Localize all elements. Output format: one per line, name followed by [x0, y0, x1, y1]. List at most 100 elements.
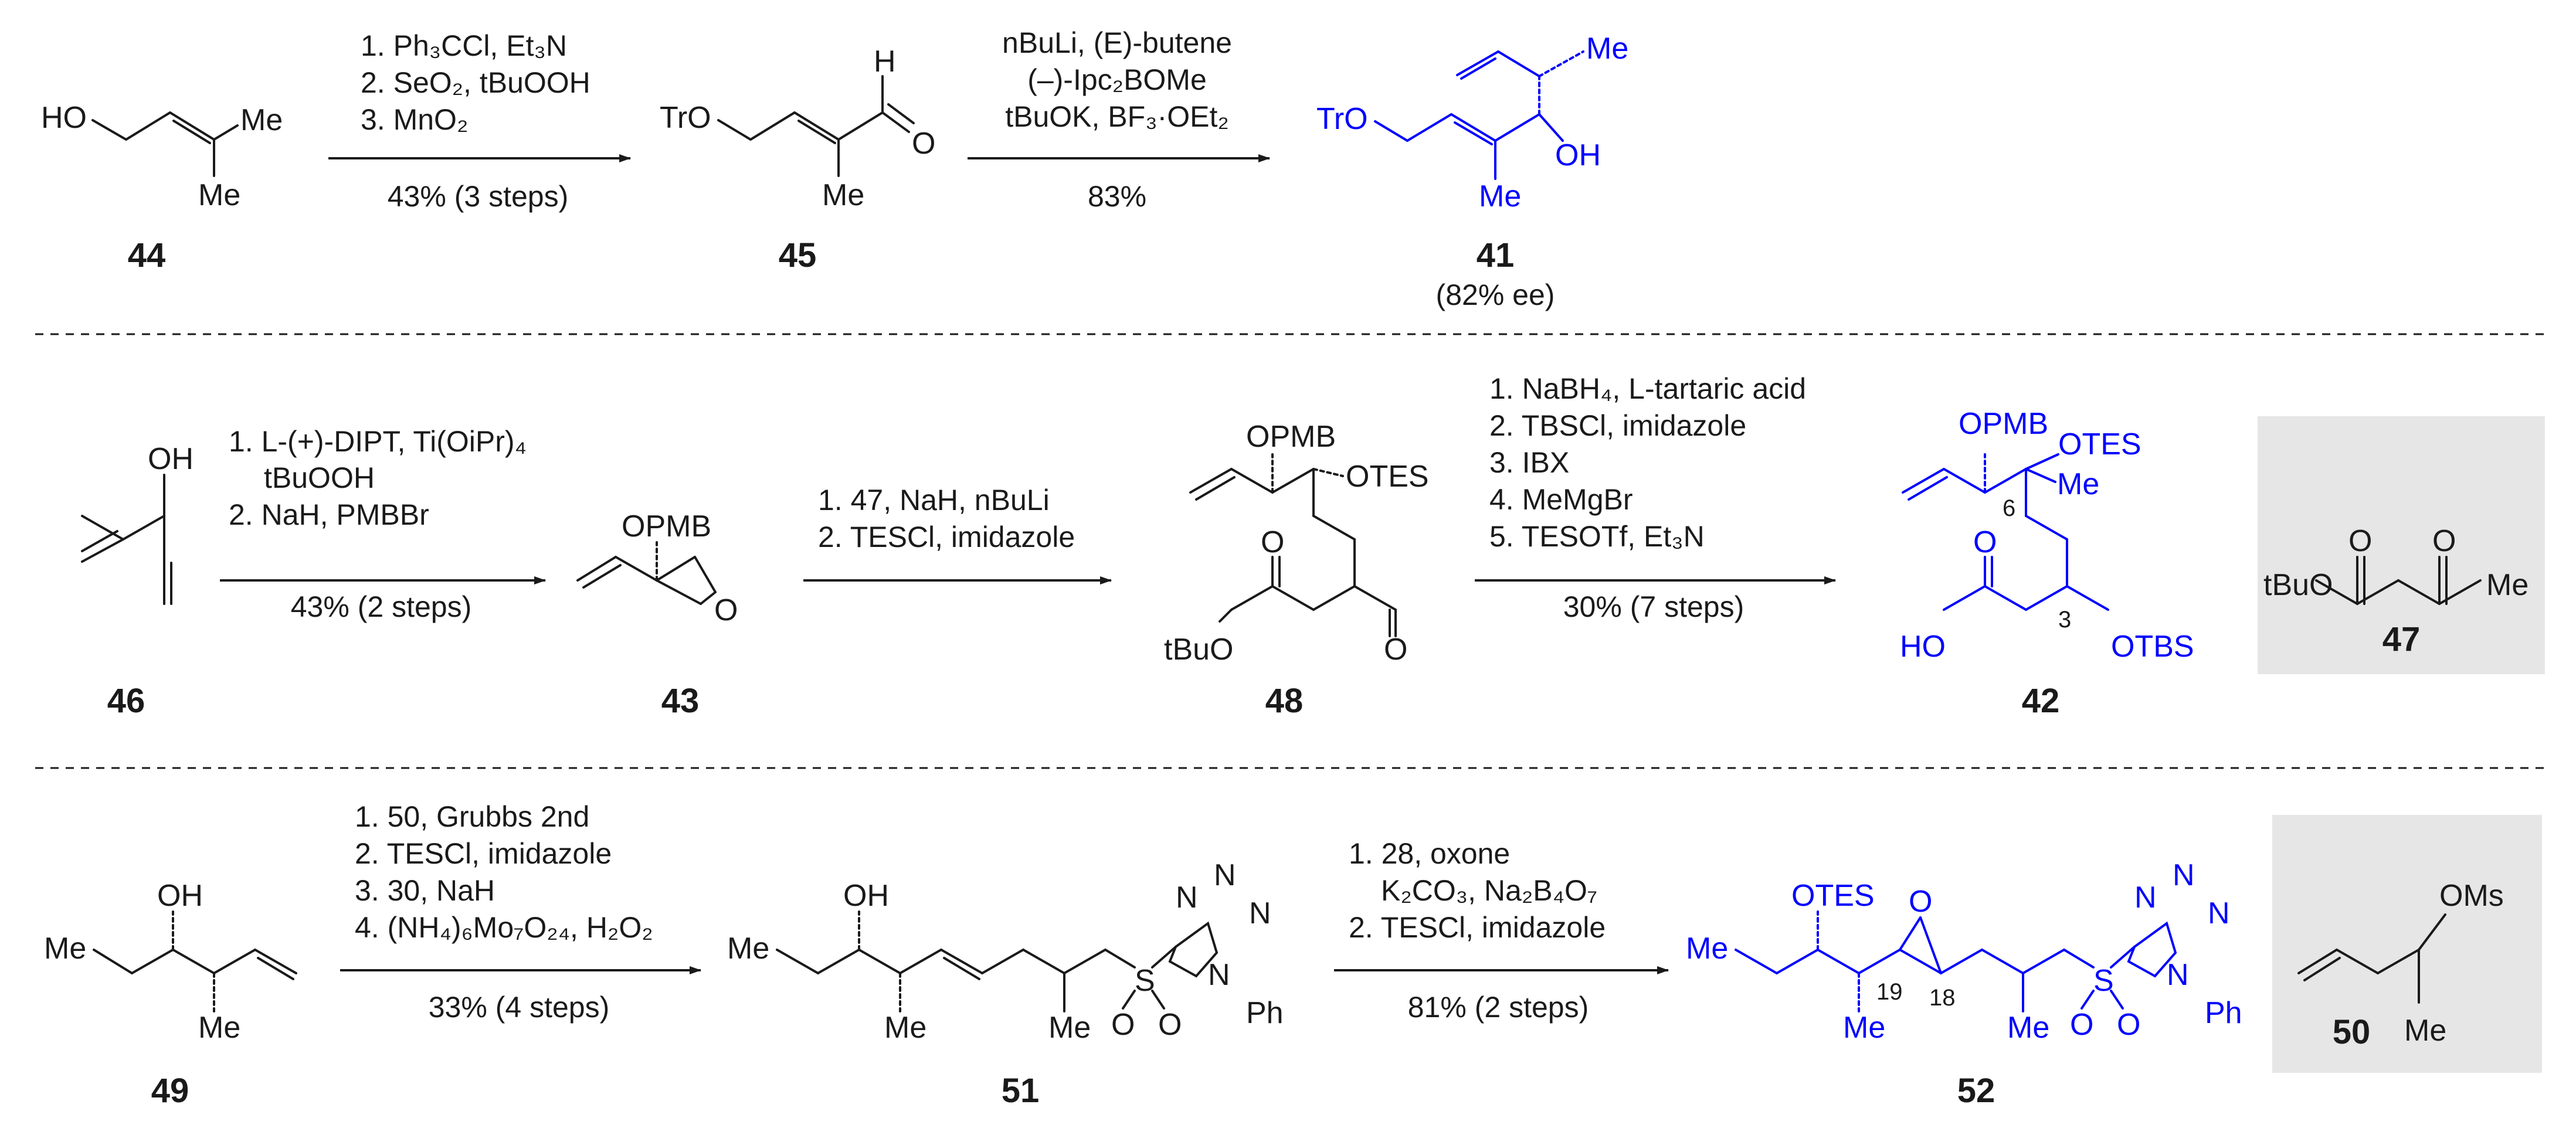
atom-label: N	[2134, 881, 2157, 915]
atom-label: O	[1909, 885, 1932, 919]
position-label: 19	[1876, 979, 1903, 1005]
compound-number-52: 52	[1957, 1072, 1995, 1110]
atom-label: HO	[1900, 630, 1946, 664]
atom-label: Me	[1843, 1011, 1885, 1045]
position-label: 3	[2058, 607, 2071, 633]
condition-text: 1. Ph₃CCl, Et₃N	[361, 29, 567, 62]
structure-47-box: O O tBuO Me 47	[2258, 416, 2545, 674]
row-1: HO Me Me 44 1. Ph₃CCl, Et₃N 2. SeO₂, tBu…	[41, 26, 1628, 311]
atom-label: tBuO	[2263, 568, 2333, 602]
atom-label: OTES	[1791, 879, 1875, 913]
compound-number-49: 49	[151, 1072, 189, 1110]
structure-48: OPMB OTES O O tBuO	[1164, 420, 1429, 667]
yield-text: 43% (2 steps)	[291, 590, 471, 623]
atom-label: HO	[41, 101, 87, 135]
atom-label: OH	[1555, 138, 1601, 172]
atom-label: O	[2070, 1008, 2093, 1042]
condition-text: 5. TESOTf, Et₃N	[1489, 520, 1705, 553]
atom-label: O	[714, 593, 738, 627]
condition-text: 1. 28, oxone	[1349, 837, 1510, 870]
condition-text: 2. TBSCl, imidazole	[1489, 409, 1746, 442]
atom-label: S	[2093, 964, 2114, 998]
condition-text: 2. TESCl, imidazole	[1349, 911, 1606, 944]
condition-text: 1. 47, NaH, nBuLi	[818, 484, 1050, 516]
atom-label: Ph	[1246, 996, 1284, 1030]
atom-label: OH	[157, 879, 203, 913]
condition-text: 2. TESCl, imidazole	[355, 837, 612, 870]
condition-text: tBuOK, BF₃·OEt₂	[1005, 100, 1229, 133]
compound-number-42: 42	[2022, 682, 2060, 720]
position-label: 18	[1929, 985, 1956, 1011]
atom-label: O	[1111, 1008, 1135, 1042]
compound-number-51: 51	[1002, 1072, 1040, 1110]
atom-label: OPMB	[1246, 420, 1336, 454]
condition-text: 4. MeMgBr	[1489, 483, 1633, 516]
condition-text: 1. 50, Grubbs 2nd	[355, 800, 589, 833]
atom-label: Me	[1586, 32, 1628, 66]
atom-label: N	[1249, 896, 1271, 930]
condition-text: 1. NaBH₄, L-tartaric acid	[1489, 372, 1806, 405]
yield-text: 30% (7 steps)	[1563, 590, 1744, 623]
atom-label: Me	[2404, 1014, 2446, 1048]
structure-42: OPMB OTES Me 6 O HO 3 OTBS	[1900, 407, 2194, 664]
atom-label: O	[2117, 1008, 2140, 1042]
atom-label: OPMB	[1959, 407, 2048, 441]
atom-label: Me	[2057, 467, 2099, 501]
structure-41: TrO OH Me Me	[1316, 32, 1628, 213]
atom-label: Me	[884, 1011, 926, 1045]
structure-50-box: OMs Me 50	[2272, 815, 2542, 1073]
condition-text: 3. IBX	[1489, 446, 1569, 479]
row-3: Me OH Me 49 1. 50, Grubbs 2nd 2. TESCl, …	[44, 800, 2542, 1110]
structure-43: OPMB O	[576, 509, 738, 627]
atom-label: Ph	[2205, 996, 2242, 1030]
compound-number-46: 46	[107, 682, 145, 720]
atom-label: O	[1158, 1008, 1182, 1042]
atom-label: O	[912, 127, 935, 161]
condition-text: K₂CO₃, Na₂B₄O₇	[1381, 874, 1597, 907]
compound-number-47: 47	[2382, 620, 2421, 658]
structure-52: Me OTES O 19 18 Me Me S O	[1686, 858, 2242, 1045]
atom-label: OPMB	[622, 509, 711, 543]
structure-49: Me OH Me	[44, 879, 297, 1045]
atom-label: Me	[1048, 1011, 1091, 1045]
yield-text: 81% (2 steps)	[1408, 991, 1589, 1024]
atom-label: N	[2208, 896, 2230, 930]
atom-label: N	[1208, 958, 1230, 992]
compound-number-41: 41	[1477, 236, 1515, 274]
atom-label: O	[2348, 524, 2372, 558]
compound-number-44: 44	[128, 236, 166, 274]
atom-label: Me	[44, 932, 86, 966]
atom-label: O	[1384, 633, 1407, 667]
structure-46: OH	[81, 442, 194, 605]
atom-label: Me	[2486, 568, 2529, 602]
atom-label: OTES	[2058, 427, 2141, 461]
condition-text: tBuOOH	[264, 461, 375, 494]
condition-text: 4. (NH₄)₆Mo₇O₂₄, H₂O₂	[355, 911, 653, 944]
compound-number-48: 48	[1265, 682, 1304, 720]
atom-label: Me	[2007, 1011, 2049, 1045]
compound-number-45: 45	[779, 236, 817, 274]
structure-51: Me OH Me Me S O O N N N	[727, 858, 1284, 1045]
condition-text: 2. SeO₂, tBuOOH	[361, 66, 590, 99]
atom-label: O	[1973, 525, 1997, 559]
atom-label: tBuO	[1164, 633, 1234, 667]
atom-label: Me	[727, 932, 769, 966]
position-label: 6	[2003, 495, 2015, 521]
atom-label: O	[1261, 525, 1284, 559]
atom-label: Me	[198, 178, 240, 212]
atom-label: O	[2432, 524, 2456, 558]
structure-44: HO Me Me	[41, 101, 283, 212]
condition-text: 1. L-(+)-DIPT, Ti(OiPr)₄	[229, 425, 527, 458]
structure-45: TrO H O Me	[660, 45, 935, 212]
condition-text: nBuLi, (E)-butene	[1002, 26, 1232, 59]
atom-label: TrO	[1316, 102, 1368, 136]
atom-label: N	[1176, 881, 1198, 915]
condition-text: 2. TESCl, imidazole	[818, 521, 1075, 553]
atom-label: Me	[822, 178, 864, 212]
compound-number-43: 43	[661, 682, 700, 720]
atom-label: Me	[198, 1011, 240, 1045]
yield-text: 43% (3 steps)	[388, 180, 568, 213]
condition-text: 2. NaH, PMBBr	[229, 498, 429, 531]
row-2: OH 46 1. L-(+)-DIPT, Ti(OiPr)₄ tBuOOH 2.…	[81, 372, 2545, 720]
